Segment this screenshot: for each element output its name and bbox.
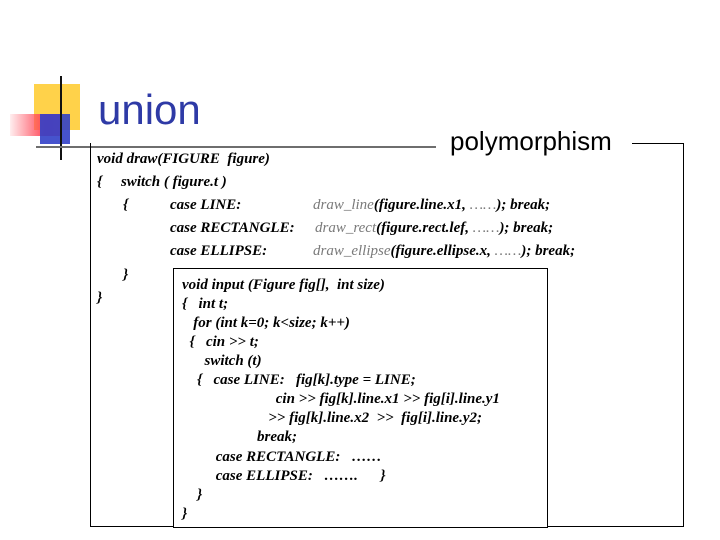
- input-line: switch (t): [182, 353, 262, 369]
- draw-open-brace: {: [123, 197, 129, 213]
- title-decoration-blue-square: [40, 114, 70, 144]
- case-line-label: case LINE:: [170, 197, 242, 213]
- case-rect-ellipsis: ……: [472, 220, 500, 236]
- input-line: }: [182, 487, 203, 503]
- input-function-box: [173, 268, 548, 528]
- case-ellipse-label: case ELLIPSE:: [170, 243, 268, 259]
- input-line: for (int k=0; k<size; k++): [182, 315, 350, 331]
- case-ellipse-tail: ); break;: [521, 243, 576, 259]
- draw-switch-line: { switch ( figure.t ): [97, 174, 227, 190]
- case-rect-label: case RECTANGLE:: [170, 220, 295, 236]
- input-line: void input (Figure fig[], int size): [182, 277, 385, 293]
- case-line-func: draw_line: [313, 197, 374, 213]
- title-underline: [36, 146, 436, 148]
- input-line: cin >> fig[k].line.x1 >> fig[i].line.y1: [182, 391, 500, 407]
- input-line: { case LINE: fig[k].type = LINE;: [182, 372, 416, 388]
- input-line: >> fig[k].line.x2 >> fig[i].line.y2;: [182, 410, 482, 426]
- slide-title: union: [98, 86, 201, 133]
- input-line: { cin >> t;: [182, 334, 259, 350]
- input-line: case ELLIPSE: ……. }: [182, 468, 386, 484]
- case-line-tail: ); break;: [496, 197, 551, 213]
- case-rect-args: (figure.rect.lef,: [376, 220, 473, 236]
- case-ellipse-func: draw_ellipse: [313, 243, 391, 259]
- draw-close-inner-brace: }: [123, 267, 129, 283]
- case-line-ellipsis: ……: [469, 197, 497, 213]
- case-ellipse-args: (figure.ellipse.x,: [390, 243, 495, 259]
- subtitle-rule: [632, 143, 684, 144]
- input-line: { int t;: [182, 296, 229, 312]
- case-rect-call: draw_rect(figure.rect.lef, ……); break;: [315, 219, 553, 237]
- draw-close-outer-brace: }: [97, 290, 103, 306]
- case-ellipse-ellipsis: ……: [494, 243, 522, 259]
- case-line-call: draw_line(figure.line.x1, ……); break;: [313, 196, 550, 214]
- case-line-args: (figure.line.x1,: [373, 197, 470, 213]
- case-rect-func: draw_rect: [315, 220, 377, 236]
- case-rect-tail: ); break;: [499, 220, 554, 236]
- draw-signature: void draw(FIGURE figure): [97, 151, 270, 167]
- input-line: }: [182, 506, 188, 522]
- case-ellipse-call: draw_ellipse(figure.ellipse.x, ……); brea…: [313, 242, 575, 260]
- slide-subtitle: polymorphism: [448, 124, 614, 158]
- input-line: break;: [182, 429, 297, 445]
- title-decoration-vertical-line: [60, 76, 62, 160]
- input-line: case RECTANGLE: ……: [182, 449, 382, 465]
